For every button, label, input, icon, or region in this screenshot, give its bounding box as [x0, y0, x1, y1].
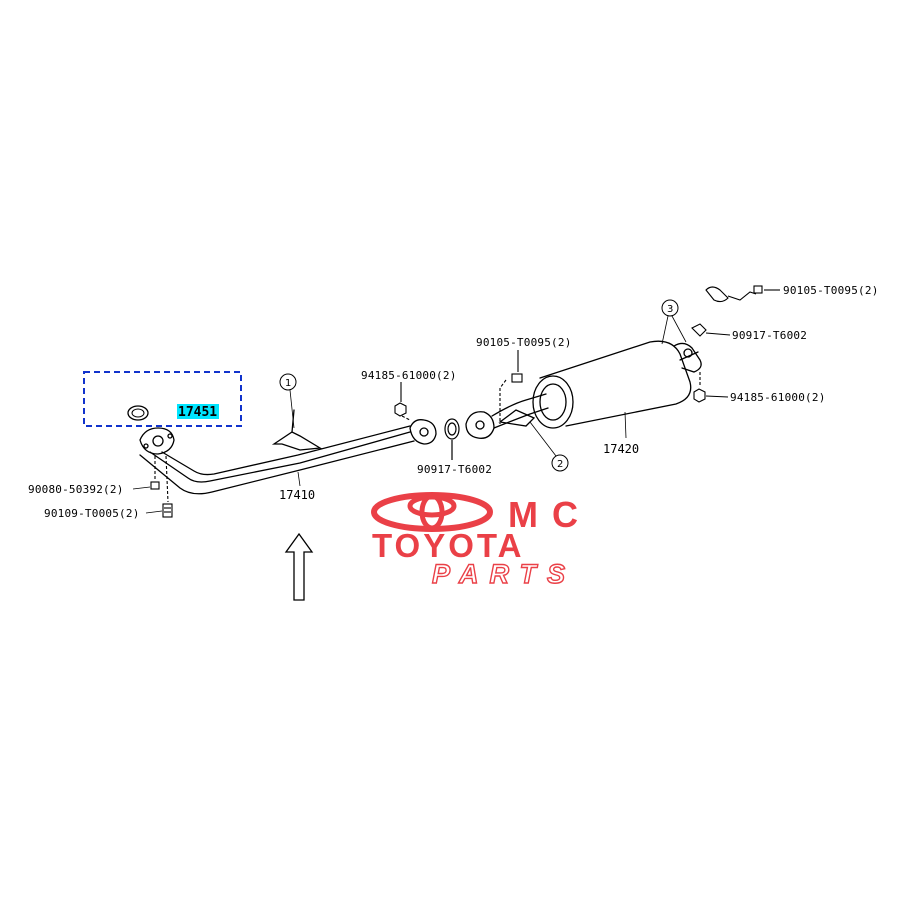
center-gasket-icon	[444, 418, 460, 460]
right-gasket-icon	[691, 323, 731, 337]
part-label-90917-right[interactable]: 90917-T6002	[732, 329, 807, 342]
part-label-90109[interactable]: 90109-T0005(2)	[44, 507, 140, 520]
callout-3: 3	[661, 299, 687, 345]
part-label-17420[interactable]: 17420	[603, 442, 639, 456]
front-pipe	[139, 409, 437, 495]
muffler-assembly	[465, 340, 702, 439]
part-label-90105-center[interactable]: 90105-T0095(2)	[476, 336, 572, 349]
leader-line	[624, 411, 627, 439]
part-label-17410[interactable]: 17410	[279, 488, 315, 502]
gasket-ring-icon	[127, 405, 149, 421]
logo-text-toyota: TOYOTA	[372, 527, 524, 564]
logo-text-mc: MC	[508, 494, 592, 535]
part-label-90105-right[interactable]: 90105-T0095(2)	[783, 284, 879, 297]
callout-1-number: 1	[285, 378, 291, 389]
top-right-hanger	[705, 285, 780, 303]
logo-text-parts: PARTS	[432, 559, 576, 589]
part-label-94185-center[interactable]: 94185-61000(2)	[361, 369, 457, 382]
nut-icon	[394, 382, 411, 421]
front-arrow-icon	[284, 532, 314, 601]
callout-2: 2	[529, 421, 569, 472]
right-nut-icon	[693, 372, 729, 403]
highlight-label-bg	[177, 404, 219, 419]
callout-1: 1	[279, 373, 297, 429]
part-label-94185-right[interactable]: 94185-61000(2)	[730, 391, 826, 404]
highlight-box	[83, 371, 242, 427]
callout-3-number: 3	[667, 304, 673, 315]
part-label-90080[interactable]: 90080-50392(2)	[28, 483, 124, 496]
leader-line	[132, 486, 151, 490]
brand-logo: MC TOYOTA PARTS	[371, 492, 592, 590]
part-label-17451[interactable]: 17451	[178, 405, 217, 420]
leader-line	[145, 510, 163, 514]
part-label-90917-center[interactable]: 90917-T6002	[417, 463, 492, 476]
callout-2-number: 2	[557, 459, 563, 470]
bolt-icon	[499, 350, 523, 424]
toyota-emblem-icon	[371, 492, 493, 532]
front-fasteners	[150, 455, 173, 518]
leader-line	[297, 471, 301, 487]
